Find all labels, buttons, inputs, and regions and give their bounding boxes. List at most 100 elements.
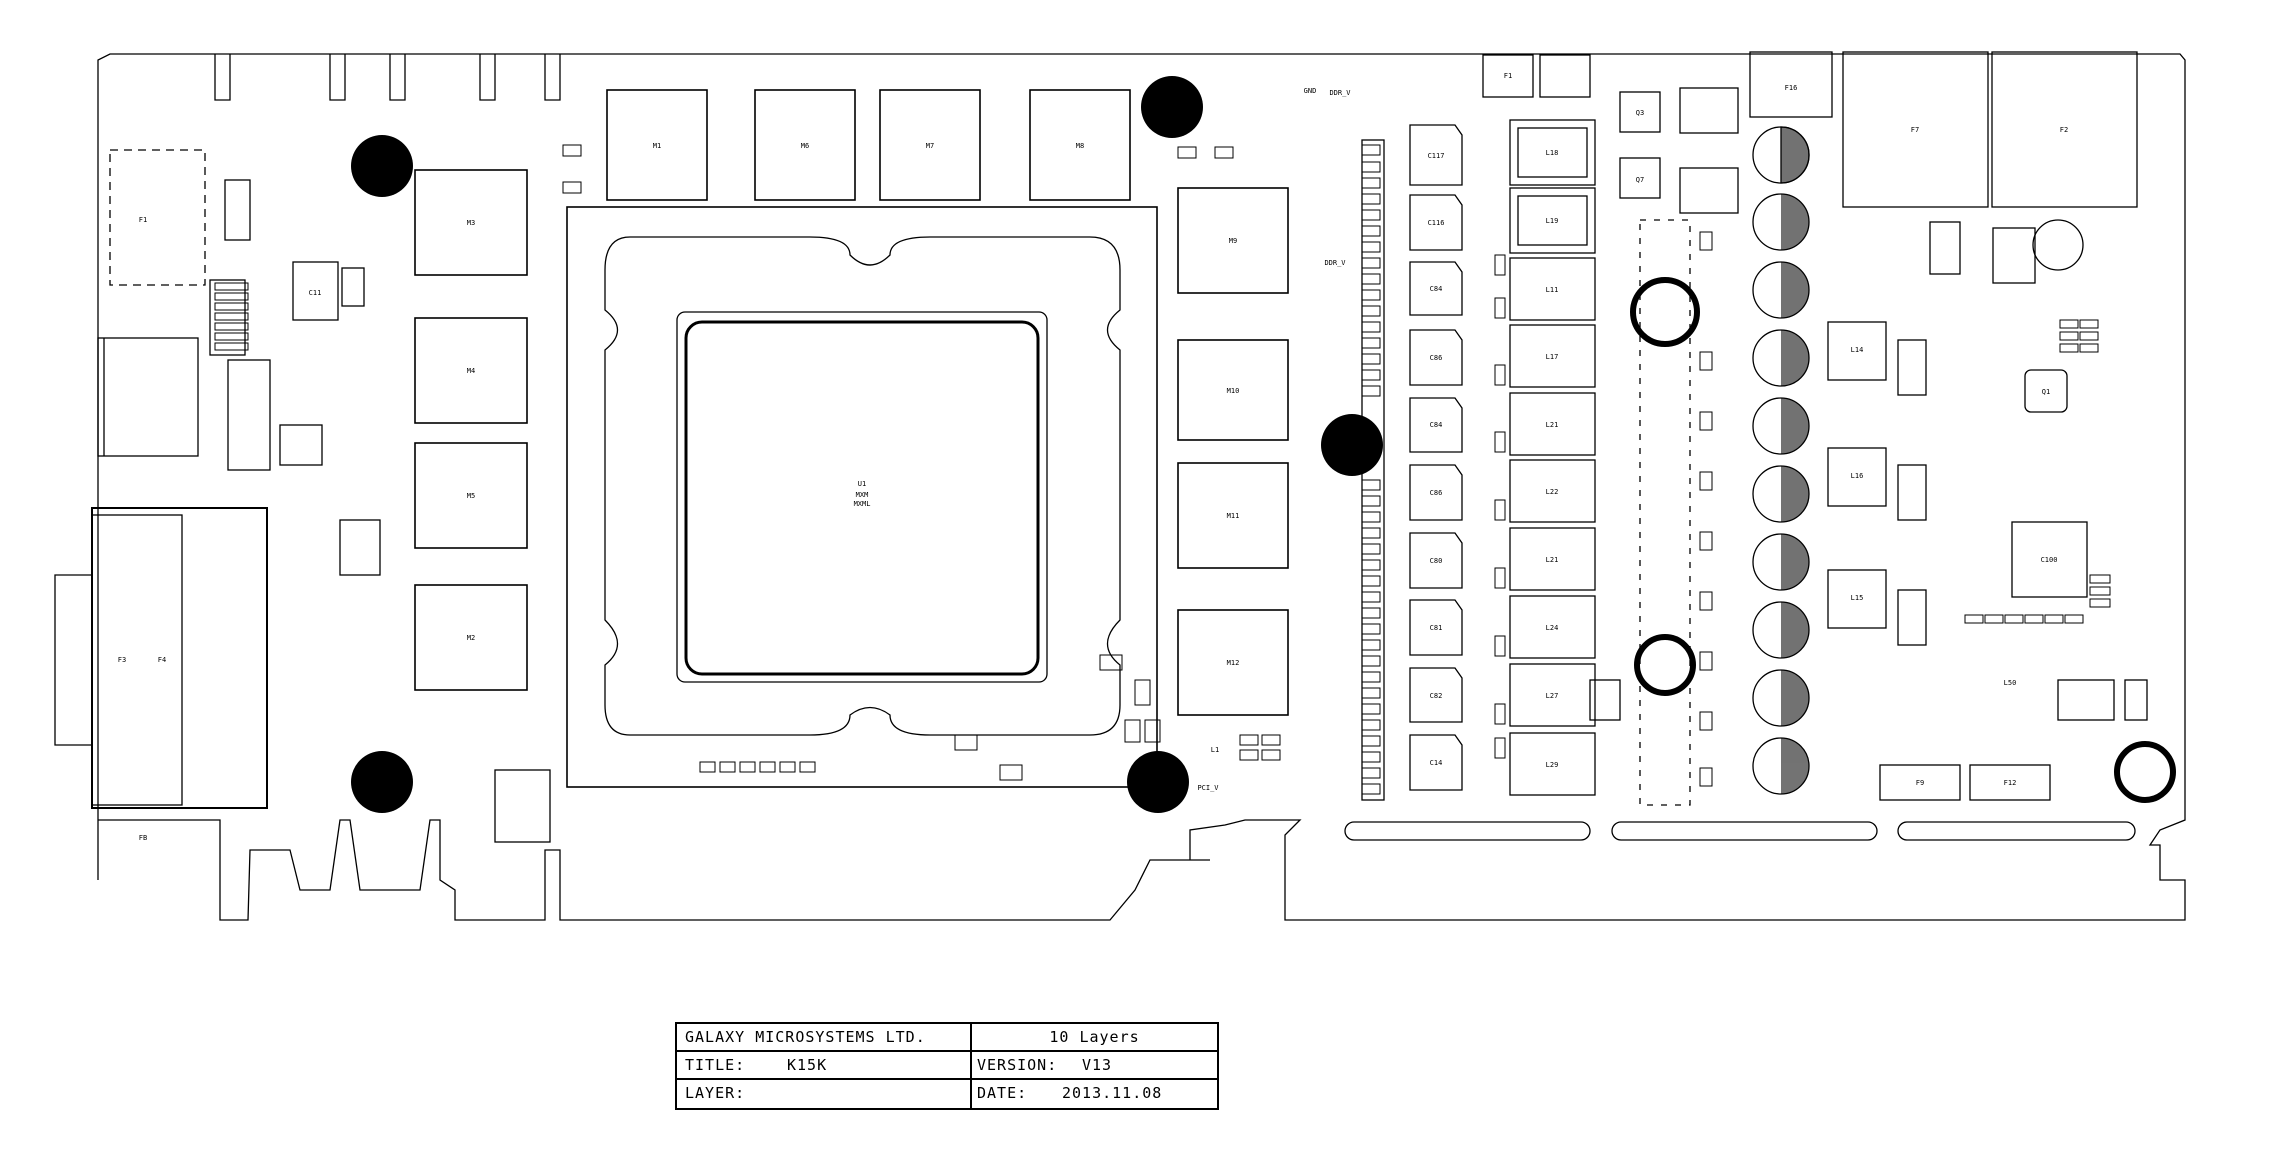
choke-label: C81 (1430, 624, 1443, 632)
memory-chip-top (754, 89, 856, 201)
gpu-sub-label: MXM (856, 491, 869, 499)
gpu-sub2-label: MXML (854, 500, 871, 508)
bottom-connector (1879, 764, 1961, 801)
date-label: DATE: (977, 1084, 1028, 1102)
memory-chip-right (1177, 339, 1289, 441)
layer-count: 10 Layers (1049, 1028, 1140, 1046)
version-label: VERSION: (977, 1056, 1058, 1074)
mounting-hole (351, 751, 413, 813)
choke-label: C82 (1430, 692, 1443, 700)
choke-label: C86 (1430, 354, 1443, 362)
memory-chip-left (414, 317, 528, 424)
mounting-hole (1127, 751, 1189, 813)
choke-label: C86 (1430, 489, 1443, 497)
title-label: TITLE: (685, 1056, 746, 1074)
inductor-label: L29 (1546, 761, 1559, 769)
fuse-top (1749, 51, 1833, 118)
mounting-hole (351, 135, 413, 197)
fuse-label: F16 (1785, 84, 1798, 92)
mosfet-column (1639, 219, 1691, 806)
choke-column (1409, 124, 1463, 791)
rail-label: PCI_V (1197, 784, 1219, 792)
layer-label: LAYER: (685, 1084, 746, 1102)
mem-left-label: M3 (467, 219, 475, 227)
top-notch (329, 54, 346, 101)
choke-label: C80 (1430, 557, 1443, 565)
regulator-block (1827, 569, 1887, 629)
l1-label: L1 (1211, 746, 1219, 754)
choke-label: C84 (1430, 421, 1443, 429)
inductor-label: L17 (1546, 353, 1559, 361)
q-label: C11 (309, 289, 322, 297)
hdmi-block (97, 337, 199, 457)
ring-hole (1630, 277, 1700, 347)
memory-chip-right (1177, 462, 1289, 569)
connector-left-label2: F4 (158, 656, 166, 664)
l50-label: L50 (2004, 679, 2017, 687)
bottom-connector (1969, 764, 2051, 801)
bottom-connector-label: F9 (1916, 779, 1924, 787)
gpu-die (684, 320, 1040, 676)
big-block-label: F2 (2060, 126, 2068, 134)
inductor-label: L22 (1546, 488, 1559, 496)
big-block-label: F7 (1911, 126, 1919, 134)
mem-left-label: M2 (467, 634, 475, 642)
inductor-column (1509, 119, 1596, 796)
choke-label: C84 (1430, 285, 1443, 293)
connector-left-label: F3 (118, 656, 126, 664)
mounting-hole (1321, 414, 1383, 476)
controller-ic (2011, 521, 2088, 598)
memory-chip-top (606, 89, 708, 201)
ring-hole (2114, 741, 2176, 803)
fuse-label: F1 (1504, 72, 1512, 80)
memory-chip-right (1177, 609, 1289, 716)
choke-label: C14 (1430, 759, 1443, 767)
controller-label: C100 (2041, 556, 2058, 564)
gpu-label: U1 (858, 480, 866, 488)
regulator-label: L15 (1851, 594, 1864, 602)
mem-top-label: M7 (926, 142, 934, 150)
controller-small (2024, 369, 2068, 413)
memory-chip-top (1029, 89, 1131, 201)
inductor-label: L27 (1546, 692, 1559, 700)
rail-label: DDR_V (1324, 259, 1346, 267)
controller-small-label: Q1 (2042, 388, 2050, 396)
inductor-label: L21 (1546, 421, 1559, 429)
mem-top-label: M8 (1076, 142, 1084, 150)
top-block (1679, 167, 1739, 214)
gpu-bracket (566, 206, 1158, 788)
mem-right-label: M9 (1229, 237, 1237, 245)
date-value: 2013.11.08 (1062, 1084, 1163, 1102)
regulator-block (1827, 447, 1887, 507)
title-value: K15K (787, 1056, 828, 1074)
top-block (1619, 157, 1661, 199)
big-block-2 (1991, 51, 2138, 208)
rail-label: DDR_V (1329, 89, 1351, 97)
gpu-package (676, 311, 1048, 683)
top-notch (544, 54, 561, 101)
version-value: V13 (1082, 1056, 1113, 1074)
dvi-outline (109, 149, 206, 286)
inductor-label: L21 (1546, 556, 1559, 564)
regulator-block (1827, 321, 1887, 381)
board-outline (97, 53, 2186, 921)
ring-hole (1634, 634, 1696, 696)
top-block (1619, 91, 1661, 133)
dvi-label: F1 (139, 216, 147, 224)
top-notch (479, 54, 496, 101)
inductor-label: L18 (1546, 149, 1559, 157)
fb-label: FB (139, 834, 147, 842)
mem-top-label: M1 (653, 142, 661, 150)
q-label: Q3 (1636, 109, 1644, 117)
mem-right-label: M10 (1227, 387, 1240, 395)
memory-chip-top (879, 89, 981, 201)
top-block (1482, 54, 1534, 98)
regulator-label: L16 (1851, 472, 1864, 480)
inductor-label: L19 (1546, 217, 1559, 225)
mounting-hole (1141, 76, 1203, 138)
big-block-1 (1842, 51, 1989, 208)
bottom-connector-label: F12 (2004, 779, 2017, 787)
top-notch (389, 54, 406, 101)
inductor-label: L24 (1546, 624, 1559, 632)
